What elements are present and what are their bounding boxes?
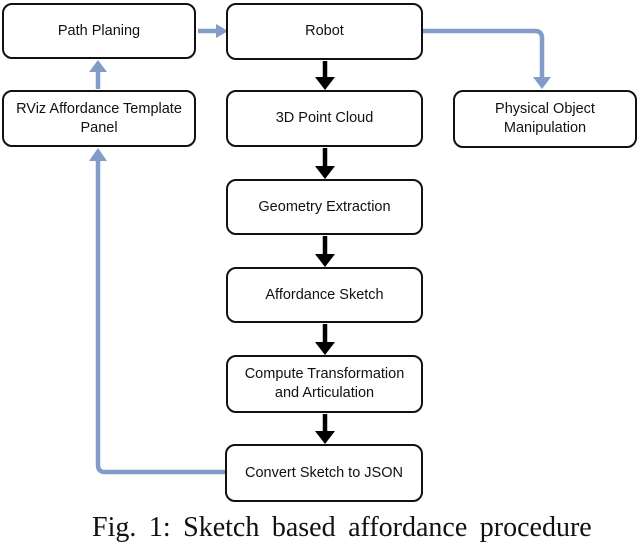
node-geometry-extraction-label: Geometry Extraction — [258, 198, 391, 215]
node-geometry-extraction: Geometry Extraction — [226, 179, 423, 235]
node-physical-object-manipulation-label: Physical Object Manipulation — [495, 101, 595, 136]
arrow-robot-to-point-cloud — [315, 61, 335, 90]
node-convert-sketch-label: Convert Sketch to JSON — [245, 464, 403, 481]
arrow-robot-to-physical-object-manipulation — [423, 28, 551, 89]
node-3d-point-cloud-label: 3D Point Cloud — [275, 110, 374, 127]
node-compute-transformation-label: Compute Transformation and Articulation — [244, 366, 405, 401]
node-3d-point-cloud: 3D Point Cloud — [226, 90, 423, 147]
figure-caption: Fig. 1: Sketch based affordance procedur… — [92, 512, 592, 543]
arrow-rviz-panel-to-path-planning — [89, 60, 107, 89]
node-compute-transformation-articulation: Compute Transformation and Articulation — [226, 355, 423, 413]
arrow-point-cloud-to-geometry-extraction — [315, 148, 335, 179]
node-rviz-panel-label: RViz Affordance Template Panel — [16, 100, 182, 136]
arrow-convert-sketch-to-rviz-panel — [89, 148, 225, 475]
arrow-path-planning-to-robot — [198, 24, 228, 38]
node-robot-label: Robot — [305, 23, 344, 40]
node-affordance-sketch-label: Affordance Sketch — [265, 286, 384, 303]
node-robot: Robot — [226, 3, 423, 60]
node-convert-sketch-to-json: Convert Sketch to JSON — [225, 444, 423, 502]
node-rviz-affordance-template-panel: RViz Affordance Template Panel — [2, 90, 196, 147]
node-physical-object-manipulation: Physical Object Manipulation — [453, 90, 637, 148]
node-path-planning: Path Planing — [2, 3, 196, 59]
node-path-planning-label: Path Planing — [57, 22, 141, 39]
arrow-compute-transformation-to-convert-sketch — [315, 414, 335, 444]
arrow-geometry-extraction-to-affordance-sketch — [315, 236, 335, 267]
arrow-affordance-sketch-to-compute-transformation — [315, 324, 335, 355]
node-affordance-sketch: Affordance Sketch — [226, 267, 423, 323]
